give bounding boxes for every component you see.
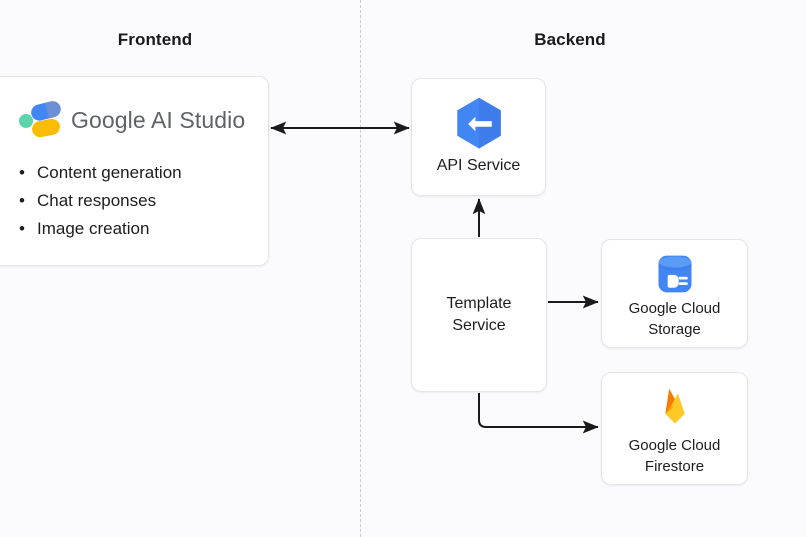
google-cloud-storage-bucket-icon	[658, 255, 691, 293]
google-ai-studio-logo-icon	[19, 99, 62, 139]
list-item: Chat responses	[19, 187, 182, 215]
google-cloud-endpoints-hexagon-icon	[456, 97, 501, 149]
list-item: Image creation	[19, 215, 182, 243]
frontend-section-title: Frontend	[117, 30, 193, 49]
api-service-label: API Service	[436, 157, 521, 174]
ai-studio-brand: Google AI Studio	[19, 99, 246, 139]
google-ai-studio-card[interactable]: Google AI Studio Content generation Chat…	[0, 76, 269, 266]
template-service-card[interactable]: Template Service	[411, 238, 547, 392]
template-service-label-line2: Service	[452, 317, 506, 334]
gcs-label: Google Cloud Storage	[602, 298, 747, 340]
gcs-label-line2: Storage	[648, 321, 701, 338]
gcs-label-line1: Google Cloud	[628, 300, 721, 317]
api-service-icon-wrap	[412, 95, 545, 153]
google-cloud-firestore-card[interactable]: Google Cloud Firestore	[601, 372, 748, 485]
api-service-card[interactable]: API Service	[411, 78, 546, 196]
gcs-icon-wrap	[602, 252, 747, 296]
firestore-label-line2: Firestore	[644, 458, 705, 475]
google-cloud-storage-card[interactable]: Google Cloud Storage	[601, 239, 748, 348]
frontend-backend-divider	[360, 0, 361, 537]
backend-section-title: Backend	[534, 30, 606, 49]
firestore-label: Google Cloud Firestore	[602, 435, 747, 477]
firestore-label-line1: Google Cloud	[628, 437, 721, 454]
template-service-label-line1: Template	[446, 295, 512, 312]
ai-studio-feature-list: Content generation Chat responses Image …	[19, 159, 182, 243]
firebase-firestore-flame-icon	[664, 388, 685, 424]
list-item: Content generation	[19, 159, 182, 187]
ai-studio-wordmark: Google AI Studio	[71, 106, 246, 133]
template-service-label: Template Service	[412, 293, 546, 337]
connector-template-firestore	[478, 393, 599, 434]
firestore-icon-wrap	[602, 385, 747, 431]
